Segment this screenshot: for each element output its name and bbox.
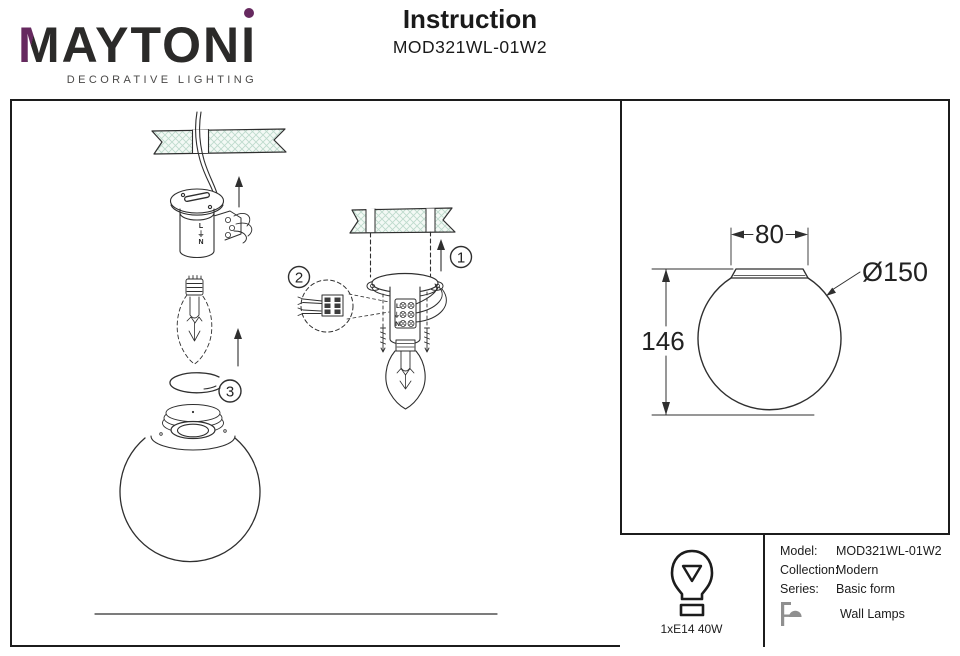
spec-row-series: Series: Basic form: [780, 582, 950, 596]
spec-row-model: Model: MOD321WL-01W2: [780, 544, 950, 558]
bulb-spec-caption: 1xE14 40W: [660, 621, 723, 636]
model-number: MOD321WL-01W2: [392, 37, 548, 58]
ceiling-section-1: [151, 128, 287, 155]
terminal-label-n: N: [198, 239, 203, 246]
step-3-number: 3: [226, 384, 234, 401]
spec-value: MOD321WL-01W2: [836, 544, 942, 558]
mounted-base: L ⏚ N: [366, 272, 447, 353]
spec-category-row: Wall Lamps: [780, 601, 950, 627]
dim-height-value: 146: [641, 326, 684, 356]
terminal-label-l: L: [199, 223, 204, 230]
logo-i-dot: [244, 8, 255, 18]
bulb-installed: [385, 339, 426, 410]
terminal-label-l: L: [396, 303, 400, 310]
bulb-icon: [670, 549, 713, 616]
spec-info-cell: Model: MOD321WL-01W2 Collection: Modern …: [765, 535, 950, 647]
retaining-ring: [169, 372, 221, 394]
arrow-up-icon: [234, 328, 242, 367]
arrow-up-icon: [235, 176, 243, 208]
logo-letters-mid: AYTON: [61, 17, 242, 73]
category-label: Wall Lamps: [840, 607, 905, 621]
logo-letter-i: I: [241, 8, 257, 73]
spec-label: Series:: [780, 582, 819, 596]
step-2-number: 2: [295, 270, 303, 287]
wall-lamp-icon: [781, 602, 802, 626]
terminal-label-earth: ⏚: [198, 230, 205, 238]
step-1-badge: 1: [449, 245, 473, 269]
dim-width-value: 80: [755, 219, 784, 249]
spec-label: Collection:: [780, 563, 839, 577]
dim-width-80: 80: [730, 219, 809, 266]
frame-divider: [620, 99, 622, 647]
spec-bulb-cell: 1xE14 40W: [620, 535, 765, 647]
wiring-detail-callout: [297, 279, 390, 333]
drawing-frame: [10, 99, 950, 647]
glass-globe: [119, 404, 261, 563]
dim-height-146: 146: [641, 268, 815, 416]
terminal-label-n: N: [395, 321, 400, 328]
assembly-diagram: L ⏚ N 3: [94, 111, 498, 615]
mounting-base: L ⏚ N: [169, 188, 253, 259]
supply-wire: [195, 111, 219, 199]
title-block: Instruction MOD321WL-01W2: [340, 4, 600, 58]
spec-label: Model:: [780, 544, 818, 558]
step-3-badge: 3: [218, 379, 242, 403]
page-title: Instruction: [402, 4, 538, 34]
logo-wordmark: MAYTONI: [18, 8, 257, 73]
ceiling-section-2: [349, 207, 456, 278]
step-1-number: 1: [457, 250, 465, 267]
terminal-label-earth: ⏚: [394, 311, 401, 319]
spec-row-collection: Collection: Modern: [780, 563, 950, 577]
spec-table: 1xE14 40W Model: MOD321WL-01W2 Collectio…: [620, 533, 950, 647]
arrow-up-icon: [437, 239, 445, 272]
logo-subtitle: DECORATIVE LIGHTING: [66, 74, 258, 86]
bulb-dashed: [176, 275, 213, 365]
spec-value: Modern: [836, 563, 879, 577]
globe-outline: [697, 268, 842, 411]
step-2-badge: 2: [287, 265, 311, 289]
spec-value: Basic form: [836, 582, 896, 596]
dim-diameter-150: Ø150: [826, 257, 928, 296]
maytoni-logo: MAYTONI DECORATIVE LIGHTING: [18, 8, 257, 86]
logo-letter-m: M: [18, 17, 62, 73]
dimension-drawing: 80 146 Ø150: [641, 219, 928, 416]
dim-diameter-value: Ø150: [862, 257, 928, 287]
